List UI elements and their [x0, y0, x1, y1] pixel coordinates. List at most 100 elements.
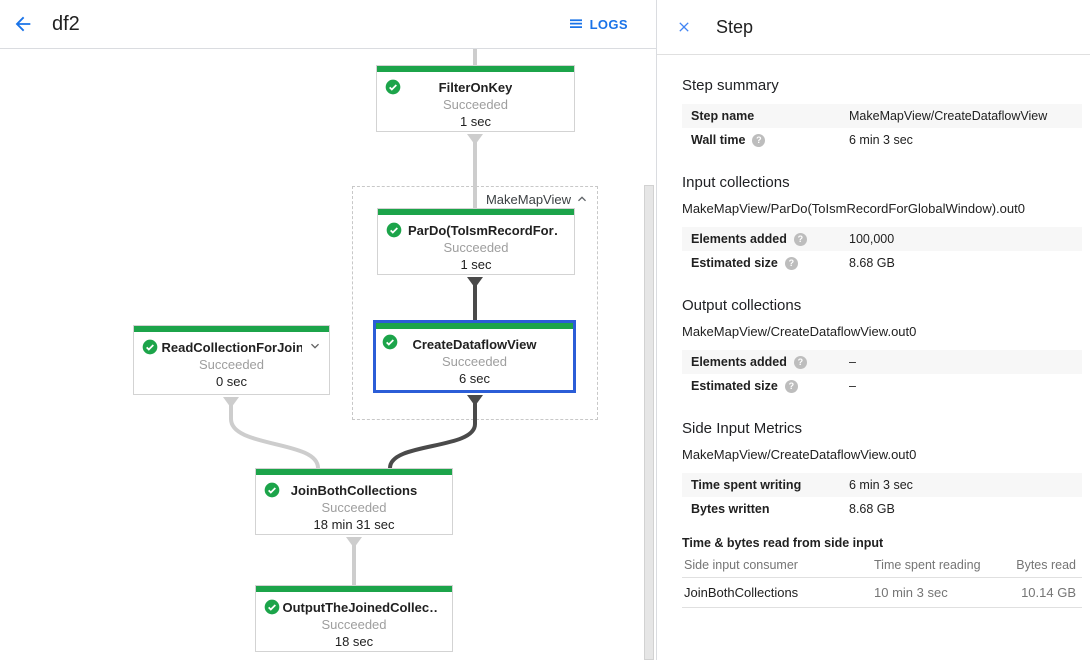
node-status-bar [256, 469, 452, 475]
kv-row-elements-added: Elements added? – [682, 350, 1082, 374]
graph-vertical-scrollbar[interactable] [644, 185, 654, 660]
kv-label: Bytes written [691, 502, 770, 516]
success-check-icon [264, 599, 280, 615]
back-button[interactable] [0, 0, 46, 48]
node-status-bar [377, 66, 574, 72]
success-check-icon [142, 339, 158, 355]
table-heading-time-bytes-read: Time & bytes read from side input [682, 536, 884, 550]
node-status-bar [256, 586, 452, 592]
section-heading-input-collections: Input collections [682, 174, 790, 191]
kv-row-estimated-size: Estimated size? – [682, 374, 1082, 398]
node-time: 18 min 31 sec [313, 517, 395, 532]
kv-value: 100,000 [849, 232, 895, 246]
cell-time-spent-reading: 10 min 3 sec [874, 585, 948, 600]
node-time: 6 sec [458, 371, 491, 386]
node-status: Succeeded [441, 354, 508, 369]
node-title: FilterOnKey [438, 80, 513, 95]
panel-title: Step [716, 16, 754, 37]
input-collection-name: MakeMapView/ParDo(ToIsmRecordForGlobalWi… [682, 201, 1025, 216]
kv-label: Time spent writing [691, 478, 802, 492]
section-heading-side-input-metrics: Side Input Metrics [682, 420, 803, 437]
table-header-row: Side input consumer Time spent reading B… [682, 556, 1082, 578]
kv-row-wall-time: Wall time? 6 min 3 sec [682, 128, 1082, 152]
kv-value: 6 min 3 sec [849, 133, 913, 147]
group-label: MakeMapView [485, 191, 571, 207]
node-title: OutputTheJoinedCollec… [282, 600, 438, 615]
node-time: 18 sec [334, 634, 374, 649]
node-title: ParDo(ToIsmRecordFor… [408, 223, 558, 238]
help-icon[interactable]: ? [784, 256, 798, 270]
group-collapse-toggle[interactable]: MakeMapView [486, 191, 590, 207]
kv-value: – [849, 379, 856, 393]
node-title: JoinBothCollections [290, 483, 418, 498]
top-toolbar: df2 LOGS [0, 0, 656, 49]
help-icon[interactable]: ? [793, 232, 807, 246]
cell-bytes-read: 10.14 GB [1021, 585, 1076, 600]
chevron-up-icon [578, 196, 586, 202]
success-check-icon [264, 482, 280, 498]
kv-row-step-name: Step name MakeMapView/CreateDataflowView [682, 104, 1082, 128]
col-header-bytes-read: Bytes read [1016, 557, 1076, 572]
kv-label: Estimated size? [691, 379, 849, 393]
output-collection-name: MakeMapView/CreateDataflowView.out0 [682, 324, 917, 339]
node-title: ReadCollectionForJoin [161, 340, 302, 355]
cell-side-input-consumer: JoinBothCollections [684, 585, 799, 600]
panel-body: Step summary Step name MakeMapView/Creat… [657, 55, 1090, 608]
kv-value: 6 min 3 sec [849, 478, 913, 492]
kv-value: – [849, 355, 856, 369]
node-time: 1 sec [459, 114, 492, 129]
kv-label: Elements added? [691, 232, 849, 246]
kv-label: Elements added? [691, 355, 849, 369]
kv-row-elements-added: Elements added? 100,000 [682, 227, 1082, 251]
success-check-icon [382, 334, 398, 350]
section-heading-step-summary: Step summary [682, 77, 779, 94]
close-icon[interactable] [674, 17, 694, 37]
node-title: CreateDataflowView [412, 337, 537, 352]
kv-label: Wall time? [691, 133, 849, 147]
success-check-icon [386, 222, 402, 238]
node-filteronkey[interactable]: FilterOnKey Succeeded 1 sec [376, 65, 575, 132]
node-createdataflowview-selected[interactable]: CreateDataflowView Succeeded 6 sec [373, 320, 576, 393]
graph-pane: df2 LOGS MakeMapView [0, 0, 656, 660]
help-icon[interactable]: ? [793, 355, 807, 369]
help-icon[interactable]: ? [752, 133, 766, 147]
side-input-collection-name: MakeMapView/CreateDataflowView.out0 [682, 447, 917, 462]
node-pardo-toismrecord[interactable]: ParDo(ToIsmRecordFor… Succeeded 1 sec [377, 208, 575, 275]
node-status: Succeeded [198, 357, 265, 372]
logs-button[interactable]: LOGS [568, 16, 628, 32]
node-outputthejoinedcollection[interactable]: OutputTheJoinedCollec… Succeeded 18 sec [255, 585, 453, 652]
help-icon[interactable]: ? [784, 379, 798, 393]
node-time: 0 sec [215, 374, 248, 389]
kv-row-estimated-size: Estimated size? 8.68 GB [682, 251, 1082, 275]
node-status-bar [134, 326, 329, 332]
node-readcollectionforjoin[interactable]: ReadCollectionForJoin Succeeded 0 sec [133, 325, 330, 395]
node-time: 1 sec [460, 257, 492, 272]
section-heading-output-collections: Output collections [682, 297, 802, 314]
kv-value: 8.68 GB [849, 256, 895, 270]
col-header-side-input-consumer: Side input consumer [684, 557, 798, 572]
logs-list-icon [569, 19, 582, 28]
col-header-time-spent-reading: Time spent reading [874, 557, 981, 572]
node-status: Succeeded [321, 617, 387, 632]
node-status: Succeeded [443, 240, 509, 255]
step-details-panel: Step Step summary Step name MakeMapView/… [656, 0, 1090, 660]
kv-row-time-spent-writing: Time spent writing 6 min 3 sec [682, 473, 1082, 497]
node-joinbothcollections[interactable]: JoinBothCollections Succeeded 18 min 31 … [255, 468, 453, 535]
node-status: Succeeded [321, 500, 387, 515]
panel-header: Step [657, 0, 1090, 55]
kv-value: 8.68 GB [849, 502, 895, 516]
arrow-back-icon [15, 16, 31, 32]
pipeline-canvas[interactable]: MakeMapView [0, 49, 656, 660]
kv-value: MakeMapView/CreateDataflowView [849, 109, 1048, 123]
kv-label: Estimated size? [691, 256, 849, 270]
success-check-icon [385, 79, 401, 95]
kv-label: Step name [691, 109, 755, 123]
node-status-bar [378, 209, 574, 215]
node-status-bar [376, 323, 573, 329]
table-row: JoinBothCollections 10 min 3 sec 10.14 G… [682, 578, 1082, 608]
job-title: df2 [52, 12, 80, 35]
logs-button-label: LOGS [589, 16, 628, 32]
node-expand-chevron-down-icon[interactable] [307, 338, 323, 359]
kv-row-bytes-written: Bytes written 8.68 GB [682, 497, 1082, 521]
node-status: Succeeded [442, 97, 509, 112]
